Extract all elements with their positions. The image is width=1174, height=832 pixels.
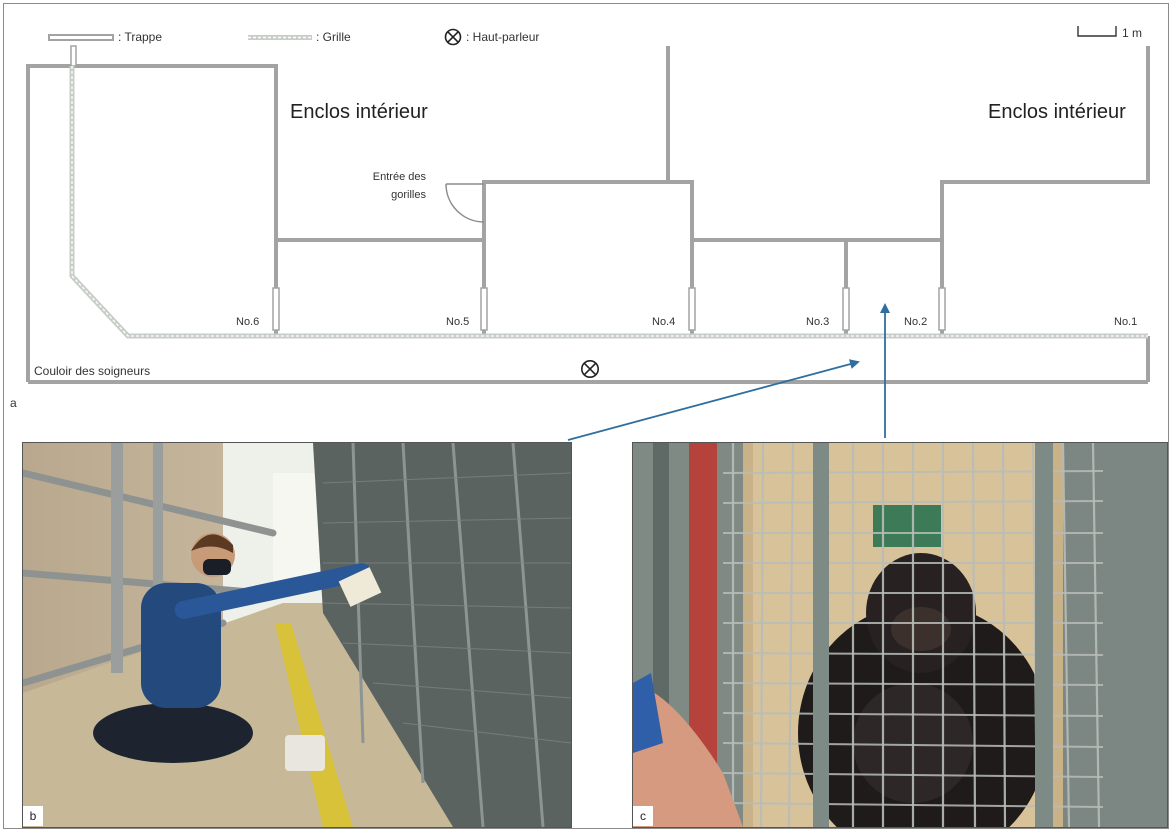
arrow-photo-b: [567, 359, 860, 441]
legend-trappe-icon: [48, 34, 114, 41]
enclos-interieur-right-label: Enclos intérieur: [988, 101, 1126, 123]
legend-grille: : Grille: [316, 30, 351, 44]
couloir-label: Couloir des soigneurs: [34, 364, 151, 378]
room-label-no5: No.5: [446, 316, 470, 328]
entree-gorilles-label-1: Entrée des: [372, 171, 426, 183]
room-label-no6: No.6: [236, 316, 260, 328]
panel-label-a: a: [10, 396, 17, 410]
speaker-legend-icon: [444, 28, 462, 46]
panel-label-c: c: [633, 806, 653, 826]
legend-grille-icon: [248, 35, 312, 40]
entree-gorilles-label-2: gorilles: [391, 189, 426, 201]
figure-frame: [3, 3, 1169, 829]
enclos-interieur-left-label: Enclos intérieur: [290, 101, 428, 123]
floor-plan: [26, 45, 1150, 384]
scale-label: 1 m: [1122, 26, 1143, 40]
legend-speaker: : Haut-parleur: [466, 30, 540, 44]
photo-gorilla-cage: [632, 442, 1168, 828]
room-label-no2: No.2: [904, 316, 928, 328]
photo-keeper-corridor: [22, 442, 572, 828]
scale-bar-icon: [1077, 26, 1117, 37]
room-label-no4: No.4: [652, 316, 676, 328]
speaker-icon: [581, 360, 599, 378]
room-label-no1: No.1: [1114, 316, 1138, 328]
panel-label-b: b: [23, 806, 43, 826]
legend-trappe: : Trappe: [118, 30, 163, 44]
room-label-no3: No.3: [806, 316, 830, 328]
